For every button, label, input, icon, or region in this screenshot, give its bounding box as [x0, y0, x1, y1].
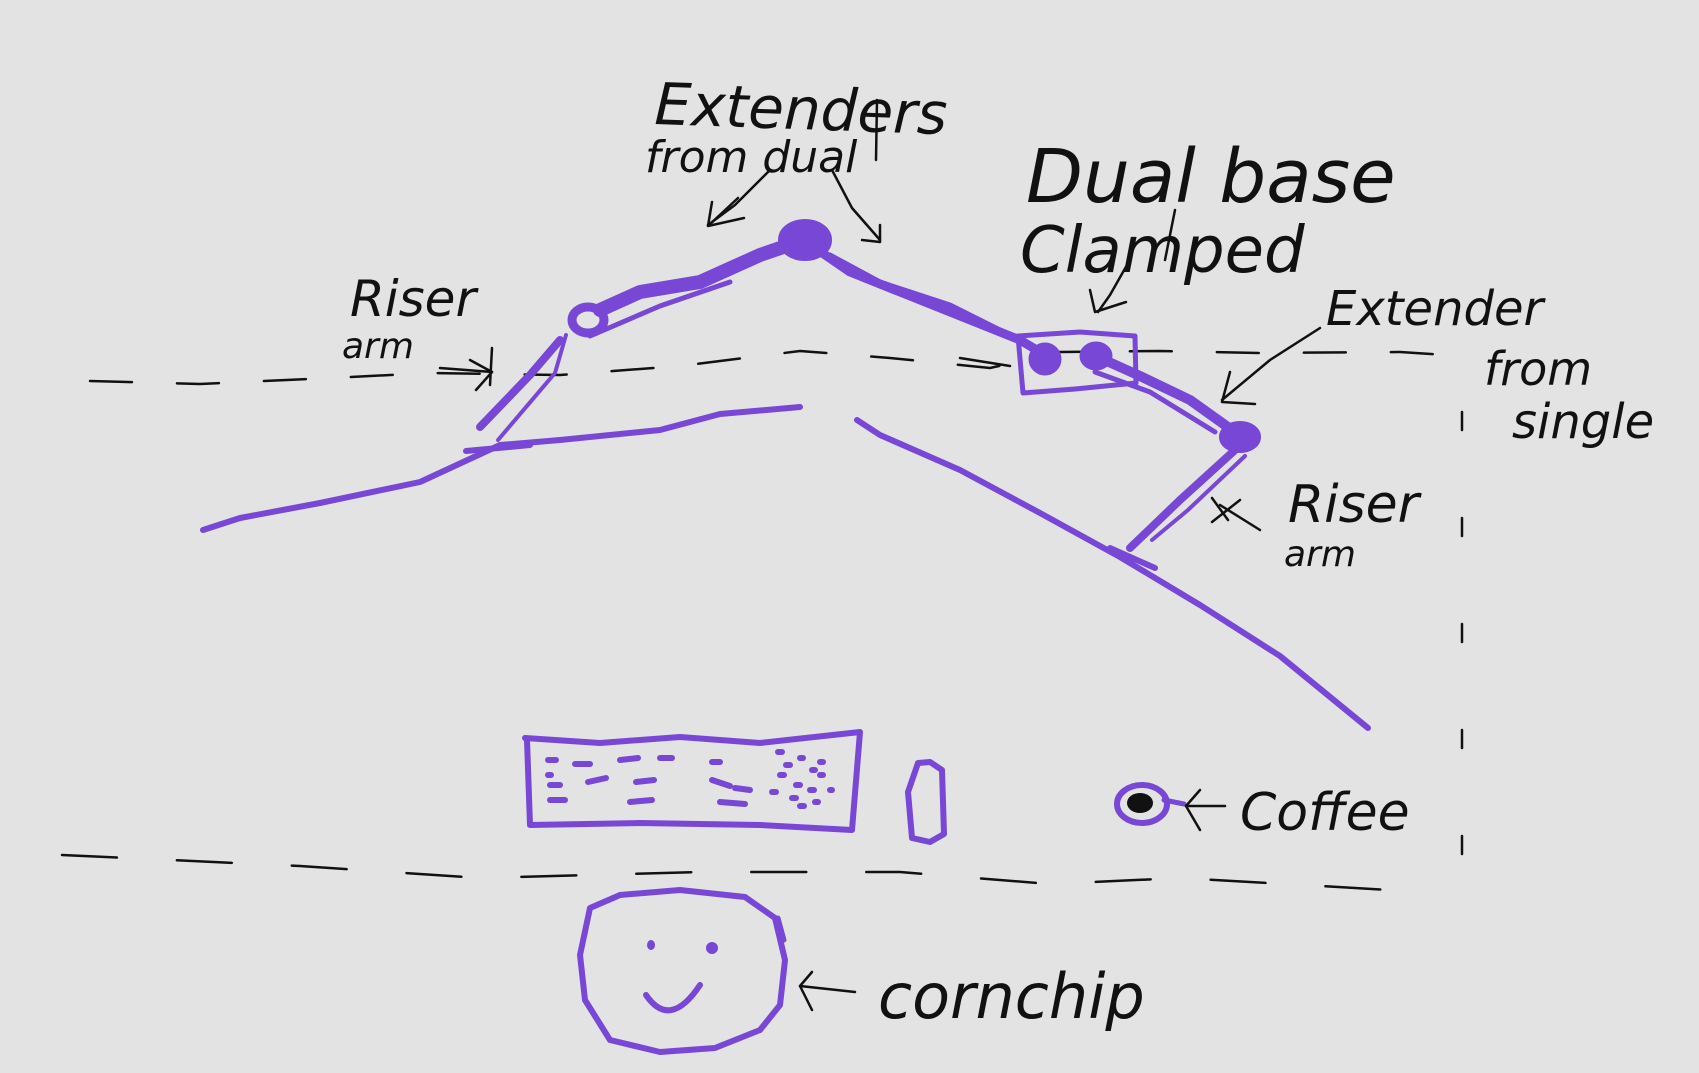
desk-items — [522, 729, 1187, 1055]
dual-extender-left — [593, 236, 802, 317]
label-riser-arm-left-line2: arm — [342, 326, 414, 367]
annotation-arrows — [438, 98, 1322, 1012]
right-monitor — [854, 417, 1371, 731]
label-extender-single-line3: single — [1512, 394, 1654, 450]
label-extenders-from-dual-line2: from dual — [645, 132, 858, 183]
label-extenders-from-dual-line1: Extenders — [654, 70, 949, 148]
left-riser-foot — [463, 442, 533, 454]
cornchip-eye-right — [706, 942, 718, 954]
single-extender — [1095, 353, 1237, 435]
monitors — [200, 404, 1371, 731]
desk-front-edge-dashed — [60, 853, 1392, 892]
dual-base-clamp — [1015, 329, 1139, 396]
label-cornchip: cornchip — [878, 960, 1145, 1033]
desk-outline-dashed — [60, 349, 1464, 892]
arrow-extenders-right — [830, 168, 882, 242]
dual-base-post-left — [1028, 342, 1062, 376]
arrow-clamp-pointer — [958, 356, 1012, 368]
cornchip-eye-left — [647, 940, 655, 950]
arrow-extender-single — [1220, 326, 1322, 402]
label-extender-single-line1: Extender — [1326, 281, 1547, 337]
keyboard-keys — [545, 749, 835, 809]
desk-back-edge-dashed — [88, 349, 1462, 386]
right-arm-joint — [1219, 421, 1261, 453]
left-riser-arm — [476, 336, 564, 431]
arrow-dual-base — [1096, 263, 1129, 314]
cornchip-smile — [643, 982, 703, 1014]
label-riser-arm-left-line1: Riser — [350, 270, 479, 328]
keyboard — [522, 729, 863, 833]
left-monitor — [200, 404, 803, 533]
label-dual-base-line2: Clamped — [1020, 214, 1305, 288]
right-riser-foot — [1107, 545, 1158, 571]
right-riser-arm — [1126, 446, 1239, 552]
arrow-riser-left — [438, 366, 494, 374]
arrow-cornchip — [798, 984, 857, 994]
label-riser-arm-right-line2: arm — [1284, 534, 1356, 575]
label-dual-base-line1: Dual base — [1026, 134, 1396, 220]
coffee-cup — [1114, 782, 1170, 826]
label-coffee: Coffee — [1240, 783, 1410, 843]
label-extender-single-line2: from — [1484, 342, 1592, 396]
label-riser-arm-right-line1: Riser — [1288, 475, 1423, 535]
monitor-arm-assembly — [463, 219, 1261, 571]
mouse — [905, 759, 947, 845]
coffee-liquid — [1127, 793, 1153, 813]
left-arm-joint — [567, 302, 609, 338]
labels: Extenders from dual Dual base Clamped Ri… — [342, 70, 1654, 1033]
cornchip — [577, 887, 788, 1055]
